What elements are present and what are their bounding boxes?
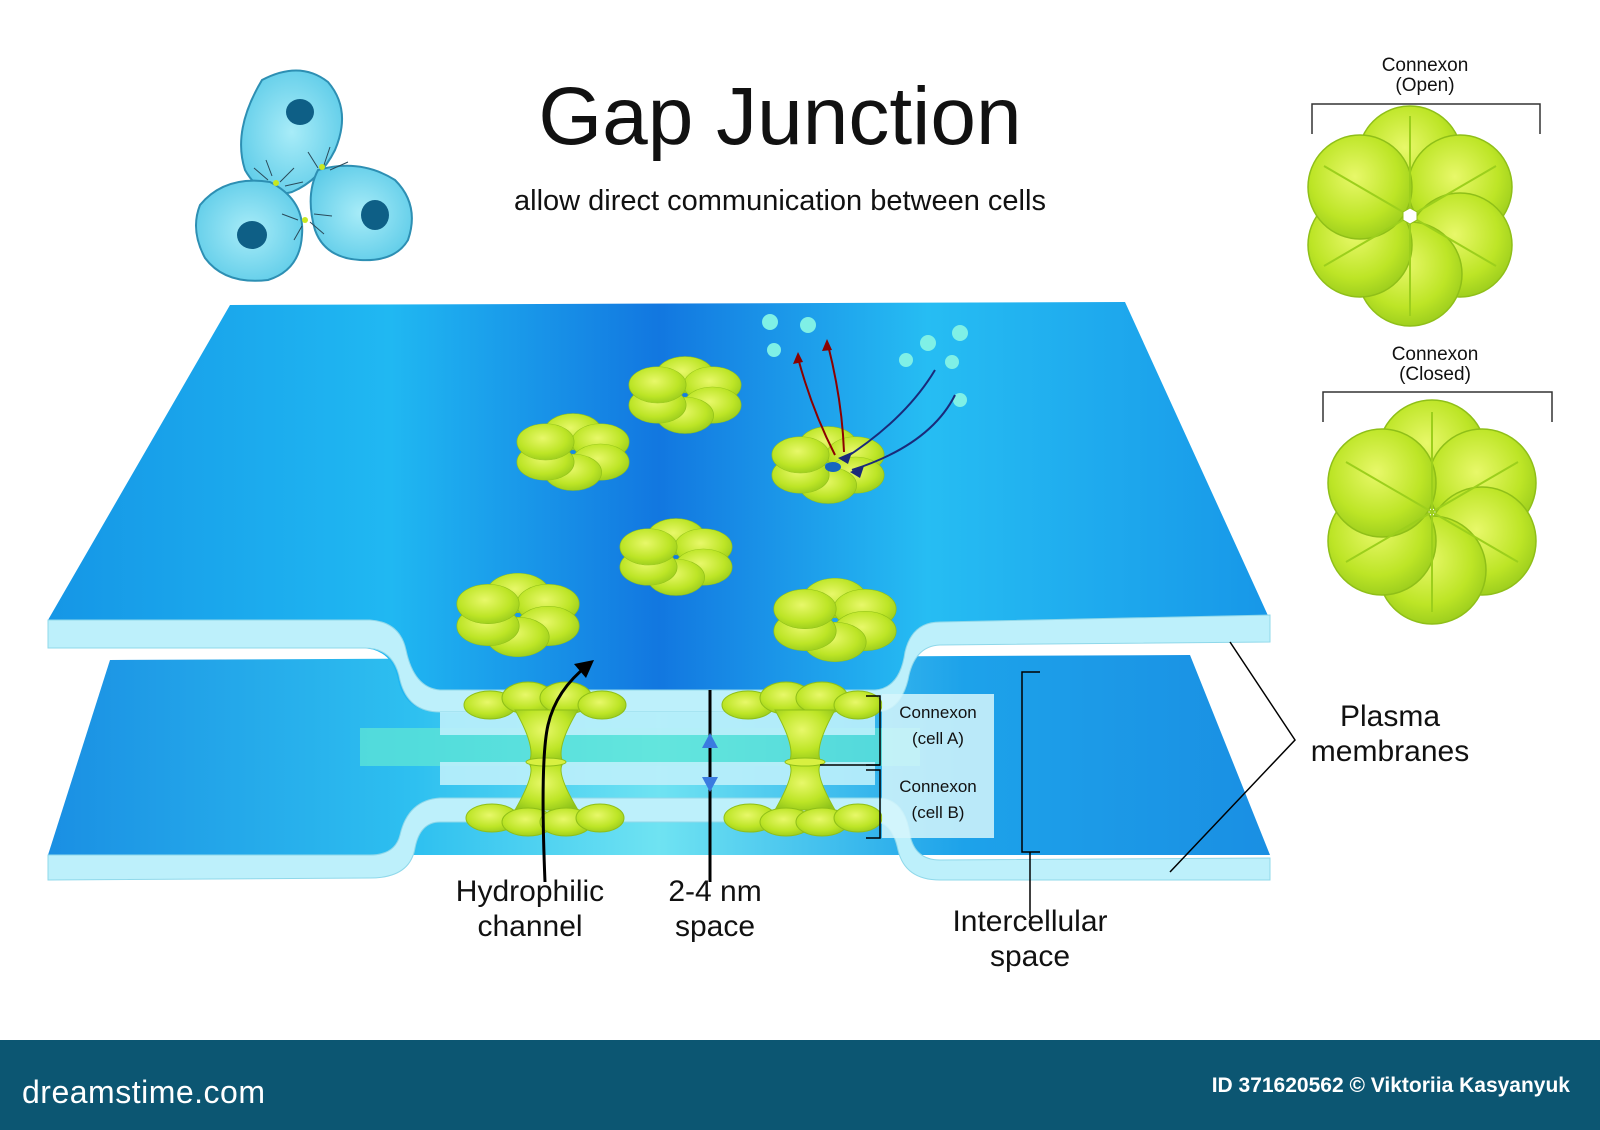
connexon-open-label-line1: Connexon	[1381, 55, 1469, 76]
connexon-open-bracket	[1311, 103, 1541, 134]
intercellular-bracket	[1021, 671, 1040, 853]
connexon-cell-b-line2: (cell B)	[911, 802, 965, 822]
surface-connexon-open	[771, 426, 885, 504]
ions	[762, 314, 968, 407]
connexon-closed-label-line1: Connexon	[1391, 344, 1479, 365]
space-label-line1: 2-4 nm	[668, 875, 762, 908]
hydrophilic-channel-label: Hydrophilic channel	[430, 875, 630, 944]
space-arrow-up	[702, 733, 718, 748]
open-pore	[825, 462, 841, 472]
connexon-label-box	[882, 694, 994, 838]
surface-connexon	[628, 356, 742, 434]
footer-brand[interactable]: dreamstime.com	[22, 1074, 266, 1110]
cell-cluster-illustration	[195, 69, 413, 282]
connexon-b-bracket	[866, 769, 881, 839]
surface-connexon	[456, 572, 580, 658]
intercellular-space-line2: space	[989, 939, 1071, 973]
connexon-cell-a-label: Connexon (cell A)	[882, 700, 994, 751]
plasma-pointer	[1169, 641, 1296, 873]
connexon-open-label: Connexon (Open)	[1345, 56, 1505, 96]
ion-flow-arrows	[793, 339, 956, 478]
space-label: 2-4 nm space	[640, 875, 790, 944]
intercellular-space-line1: Intercellular	[952, 905, 1108, 938]
surface-connexons	[456, 356, 897, 663]
page-title: Gap Junction	[538, 71, 1022, 162]
surface-connexon	[773, 577, 897, 663]
hydrophilic-channel-line1: Hydrophilic	[455, 875, 605, 908]
plasma-membranes-line2: membranes	[1310, 734, 1470, 768]
surface-connexon	[619, 518, 733, 596]
connexon-closed-label-line2: (Closed)	[1399, 363, 1471, 385]
plasma-membranes-label: Plasma membranes	[1290, 700, 1490, 769]
nucleus-top	[286, 99, 314, 125]
connexon-cell-b-label: Connexon (cell B)	[882, 774, 994, 825]
space-label-line2: space	[674, 909, 756, 943]
connexon-closed-label: Connexon (Closed)	[1355, 345, 1515, 385]
nucleus-left	[237, 221, 267, 249]
connexon-closed-bracket	[1322, 391, 1553, 422]
intercellular-space-label: Intercellular space	[925, 905, 1135, 974]
connexon-cell-a-line1: Connexon	[899, 703, 977, 722]
hydrophilic-arrowhead	[574, 660, 594, 678]
surface-connexon	[516, 413, 630, 491]
connexon-cell-b-line1: Connexon	[899, 777, 977, 796]
plasma-membranes-line1: Plasma	[1339, 700, 1441, 733]
footer-credit: ID 371620562 © Viktoriia Kasyanyuk	[1211, 1074, 1570, 1097]
connexon-open-label-line2: (Open)	[1395, 74, 1455, 96]
footer-bar	[0, 1040, 1600, 1130]
gap-junction-diagram	[47, 69, 1553, 918]
hydrophilic-channel-line2: channel	[477, 909, 583, 943]
connexon-closed-icon	[1327, 399, 1537, 625]
connexon-cell-a-line2: (cell A)	[912, 728, 964, 748]
space-arrow-down	[702, 777, 718, 792]
nucleus-right	[361, 200, 389, 230]
connexon-open-icon	[1307, 105, 1513, 327]
channel-right	[721, 681, 883, 837]
hydrophilic-arrow	[541, 663, 589, 883]
page-subtitle: allow direct communication between cells	[514, 185, 1046, 217]
